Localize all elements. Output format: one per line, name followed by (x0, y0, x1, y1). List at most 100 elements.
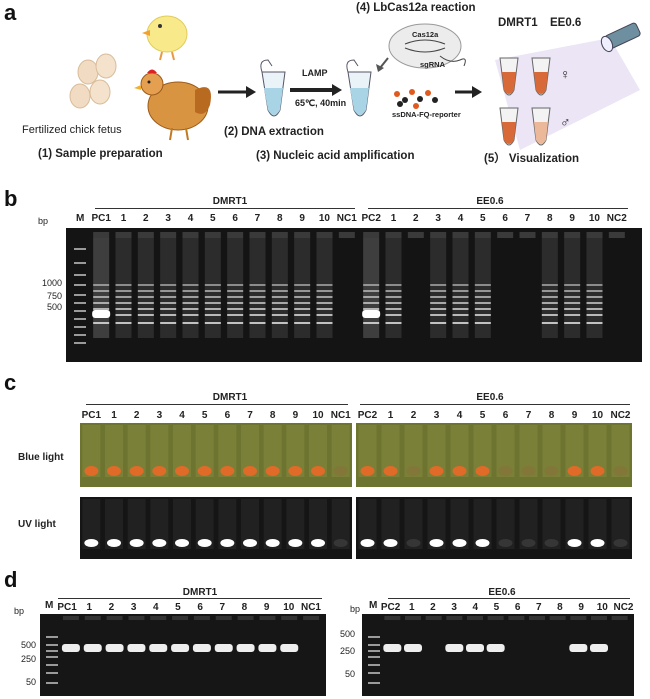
gel-band (564, 308, 581, 310)
gel-band (474, 284, 491, 286)
tube-icon (346, 59, 372, 117)
tube-body (150, 425, 169, 477)
tube-glow (452, 539, 467, 547)
gel-band (227, 302, 244, 304)
panel-label-d: d (4, 567, 18, 592)
gel-well (316, 232, 333, 238)
gel-well (529, 616, 545, 620)
tube-glow (521, 539, 536, 547)
gel-band (271, 296, 288, 298)
gel-band (115, 322, 132, 324)
tube-liquid (311, 466, 325, 476)
lane-label: PC2 (357, 410, 378, 421)
panel-label-a: a (4, 0, 17, 25)
tube-body (381, 499, 400, 549)
marker-band (74, 294, 86, 296)
gel-band (160, 314, 177, 316)
panel-d-lanes-right: PC2 1 2 3 4 5 6 7 8 9 10 NC2 (380, 602, 634, 613)
gel-well (150, 616, 167, 620)
lane-label: PC1 (91, 213, 111, 224)
panel-a-illustration (69, 15, 641, 150)
ladder-mark: 250 (20, 654, 36, 664)
gel-band (586, 290, 603, 292)
gel-well (385, 232, 402, 238)
gel-smear (474, 238, 491, 338)
gel-band (430, 302, 447, 304)
gel-band (227, 322, 244, 324)
gel-well (425, 616, 442, 620)
lane-label: NC1 (336, 213, 357, 224)
gel-band (541, 284, 558, 286)
tube-glow (311, 539, 325, 547)
tube-liquid (152, 466, 167, 476)
tube-body (82, 425, 101, 477)
panel-label-c: c (4, 370, 17, 395)
lane-label: NC2 (613, 602, 634, 613)
marker-band (74, 284, 86, 286)
lane-label: 2 (410, 410, 417, 421)
tube-liquid (220, 466, 235, 476)
hen-icon (134, 69, 211, 141)
gel-band (182, 290, 199, 292)
gel-band (452, 290, 469, 292)
lamp-label: LAMP (302, 68, 328, 78)
marker-band (46, 650, 58, 652)
ladder-mark: 500 (339, 629, 355, 639)
lane-label: 5 (210, 213, 216, 224)
lane-label: 1 (390, 213, 397, 224)
tube-glow (475, 539, 490, 547)
gel-band (271, 314, 288, 316)
tube-liquid (175, 466, 189, 476)
tube-glow (590, 539, 605, 547)
tube-body (309, 499, 327, 549)
gel-band (137, 308, 154, 310)
tube-liquid (613, 466, 628, 476)
gel-band (316, 302, 333, 304)
gel-band (466, 644, 484, 652)
gel-band (430, 322, 447, 324)
lane-label: 3 (451, 602, 457, 613)
gel-band (105, 644, 124, 652)
gel-band (83, 644, 102, 652)
panel-d-group-ee06: EE0.6 (488, 587, 516, 598)
tube-liquid (265, 466, 280, 476)
panel-c-lanes-left: PC1 1 2 3 4 5 6 7 8 9 10 NC1 (80, 410, 352, 421)
tube-glow (567, 539, 582, 547)
gel-band (430, 296, 447, 298)
panel-b-lanes-right: PC2 1 2 3 4 5 6 7 8 9 10 NC2 (360, 213, 628, 224)
gel-well (407, 232, 424, 238)
lane-label: 6 (197, 602, 203, 613)
lane-label: 3 (435, 213, 441, 224)
tube-body (286, 499, 305, 549)
gel-band (564, 284, 581, 286)
tube-body (127, 425, 146, 477)
tube-body (218, 425, 237, 477)
gel-band (115, 290, 132, 292)
ladder-mark: 750 (46, 291, 62, 301)
gel-band (258, 644, 277, 652)
gel-band (474, 302, 491, 304)
gel-band (294, 308, 311, 310)
row-label-uv-light: UV light (18, 519, 56, 530)
panel-b-group-ee06: EE0.6 (476, 196, 504, 207)
lane-label: 1 (120, 213, 127, 224)
lane-label: 9 (578, 602, 584, 613)
tube-glow (360, 539, 375, 547)
lane-label: 2 (413, 213, 419, 224)
gel-smear (541, 238, 558, 338)
tube-body (195, 499, 214, 549)
ladder-mark: 250 (339, 646, 355, 656)
gel-smear (430, 238, 447, 338)
gel-band (93, 296, 110, 298)
gel-well (405, 616, 421, 620)
tube-body (150, 499, 169, 549)
gel-band (564, 290, 581, 292)
tube-glow (544, 539, 559, 547)
eggs-icon (69, 53, 117, 109)
gel-band (61, 644, 80, 652)
gel-smear (586, 238, 603, 338)
gel-band (564, 322, 581, 324)
lane-label: 4 (179, 410, 185, 421)
marker-band (74, 274, 86, 276)
tube-body (565, 499, 584, 549)
